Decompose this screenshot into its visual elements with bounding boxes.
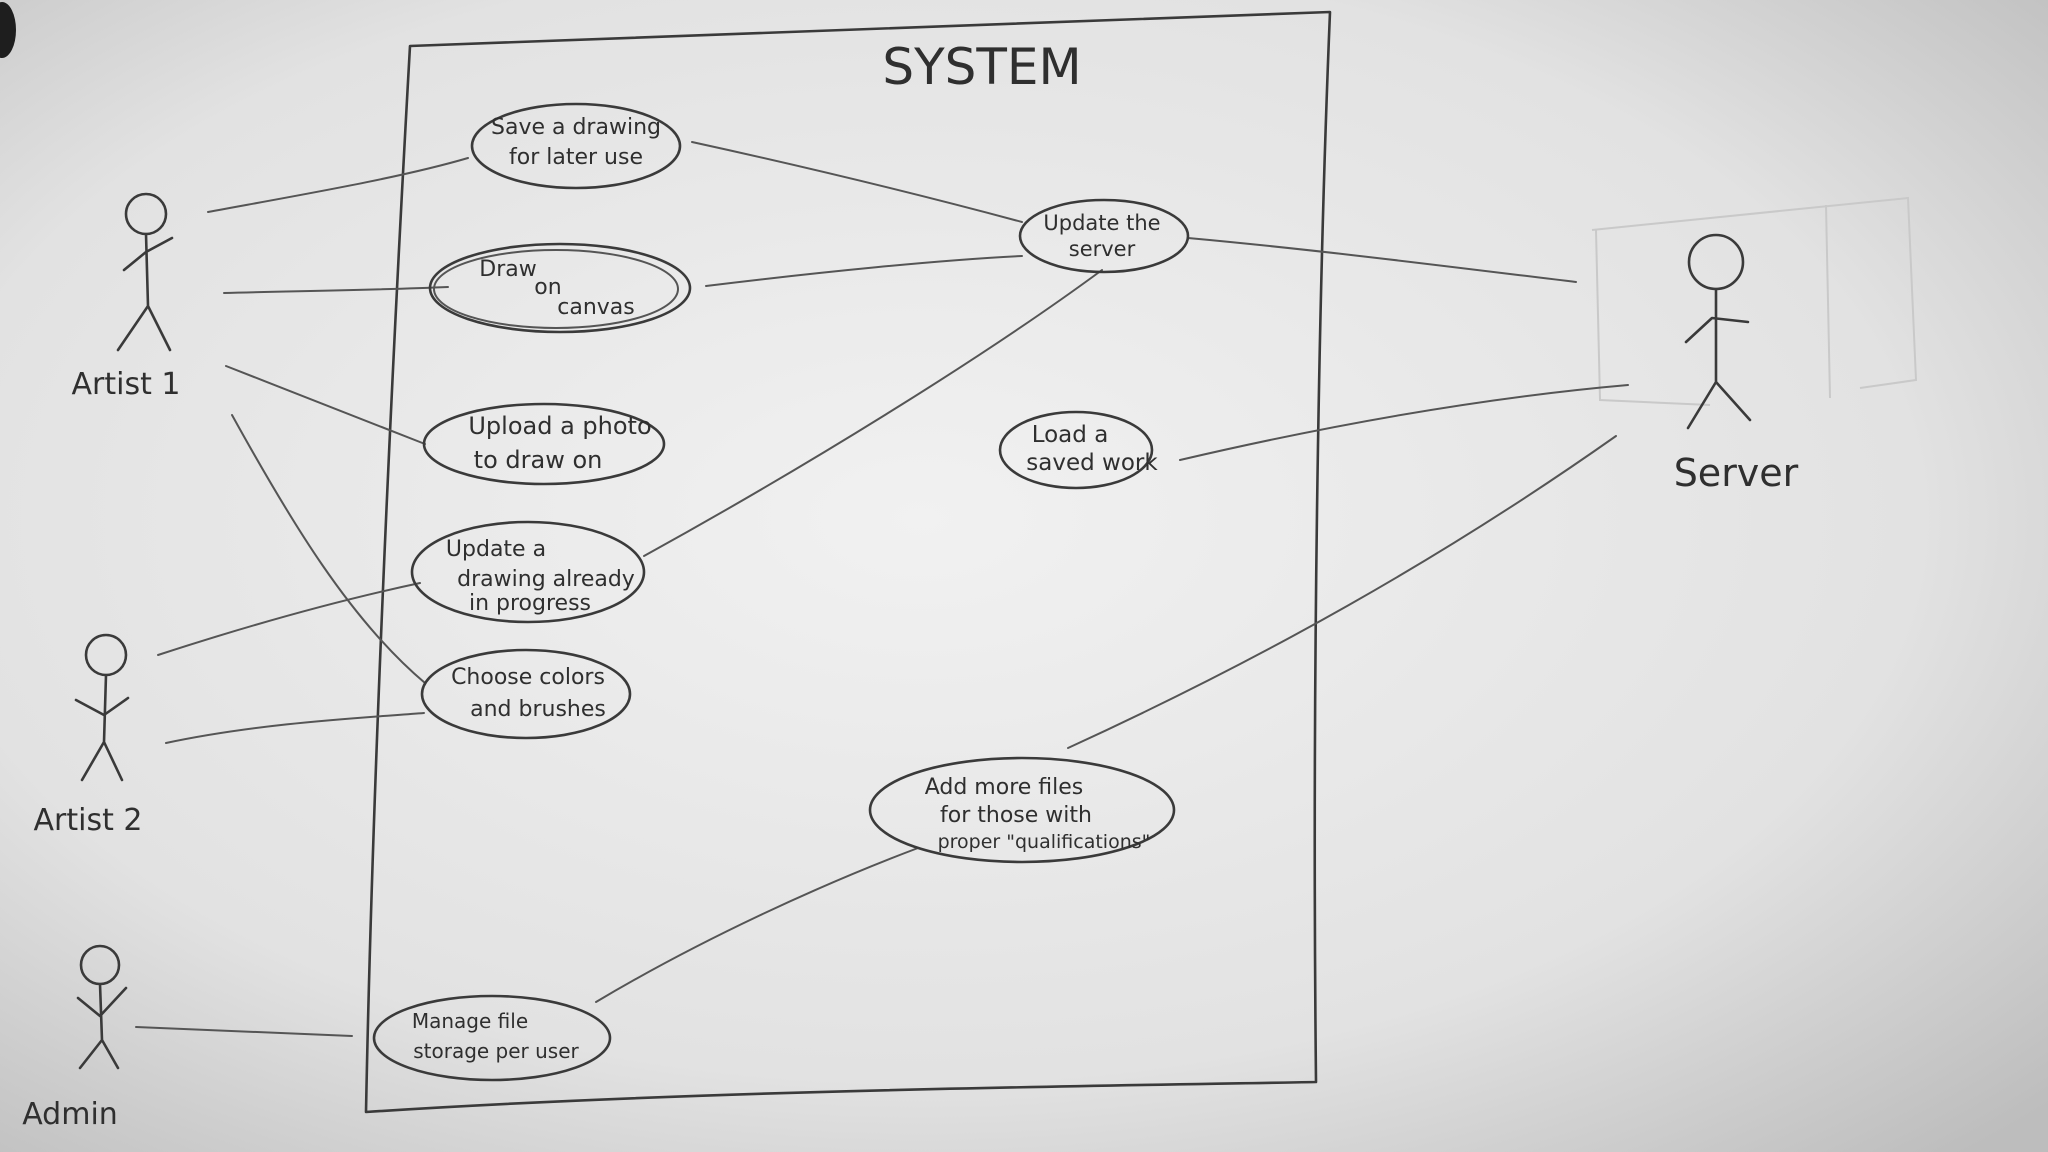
association-save-updateserver	[691, 141, 1023, 223]
association-load-server	[1179, 384, 1629, 461]
association-draw-updateserver	[705, 255, 1023, 287]
association-manage-addfiles	[595, 847, 919, 1003]
use-case-line: Update the	[1043, 211, 1160, 235]
use-case-line: canvas	[557, 295, 634, 320]
association-updateserver-server	[1187, 237, 1577, 283]
erased-marks	[1591, 196, 1918, 406]
association-update-updateserver	[643, 269, 1103, 557]
use-case-line: in progress	[469, 591, 591, 616]
use-case-manage-storage: Manage file storage per user	[372, 994, 612, 1082]
use-case-line: Add more files	[925, 775, 1084, 800]
association-addfiles-server	[1067, 435, 1617, 749]
use-case-choose-colors: Choose colors and brushes	[420, 648, 632, 740]
use-case-line: Load a	[1032, 422, 1109, 448]
use-case-line: Save a drawing	[491, 115, 661, 140]
use-case-line: proper "qualifications"	[938, 831, 1151, 853]
use-case-line: storage per user	[413, 1039, 579, 1063]
use-case-update-drawing: Update a drawing already in progress	[410, 520, 646, 624]
use-case-line: Upload a photo	[468, 412, 651, 440]
use-case-line: Choose colors	[451, 665, 605, 690]
use-case-load-saved-work: Load a saved work	[998, 410, 1158, 490]
use-case-line: Manage file	[412, 1009, 528, 1033]
use-case-line: saved work	[1026, 450, 1158, 476]
use-case-line: on	[534, 275, 561, 300]
system-boundary	[364, 10, 1332, 1114]
use-case-line: server	[1069, 237, 1136, 261]
paper-corner-shadow	[0, 2, 16, 58]
actor-server: Server	[1674, 233, 1799, 495]
association-admin-manage	[135, 1026, 353, 1037]
association-artist1-upload	[225, 365, 426, 445]
use-case-draw-on-canvas: Draw on canvas	[428, 242, 692, 334]
system-title: SYSTEM	[882, 38, 1081, 96]
actor-server-label: Server	[1674, 451, 1799, 495]
association-artist1-save	[207, 157, 469, 213]
association-artist1-choose	[231, 414, 426, 684]
use-case-line: for later use	[509, 145, 643, 170]
use-case-line: and brushes	[470, 697, 606, 722]
actor-artist1-label: Artist 1	[72, 367, 181, 402]
associations	[135, 141, 1629, 1037]
use-case-line: Update a	[446, 537, 546, 562]
use-case-update-server: Update the server	[1018, 198, 1190, 274]
use-case-upload-photo: Upload a photo to draw on	[422, 402, 666, 486]
use-case-line: to draw on	[474, 446, 603, 474]
actor-admin-label: Admin	[22, 1097, 118, 1132]
use-case-save-drawing: Save a drawing for later use	[470, 102, 682, 190]
association-artist1-draw	[223, 286, 449, 294]
actor-artist2: Artist 2	[34, 633, 143, 838]
association-artist2-update	[157, 582, 421, 656]
actor-artist2-label: Artist 2	[34, 803, 143, 838]
use-case-line: Draw	[479, 257, 536, 282]
use-case-add-more-files: Add more files for those with proper "qu…	[868, 756, 1176, 864]
actor-admin: Admin	[22, 944, 128, 1132]
use-case-line: for those with	[940, 803, 1092, 828]
use-case-line: drawing already	[457, 567, 635, 592]
association-artist2-choose	[165, 712, 425, 744]
actor-artist1: Artist 1	[72, 192, 181, 402]
